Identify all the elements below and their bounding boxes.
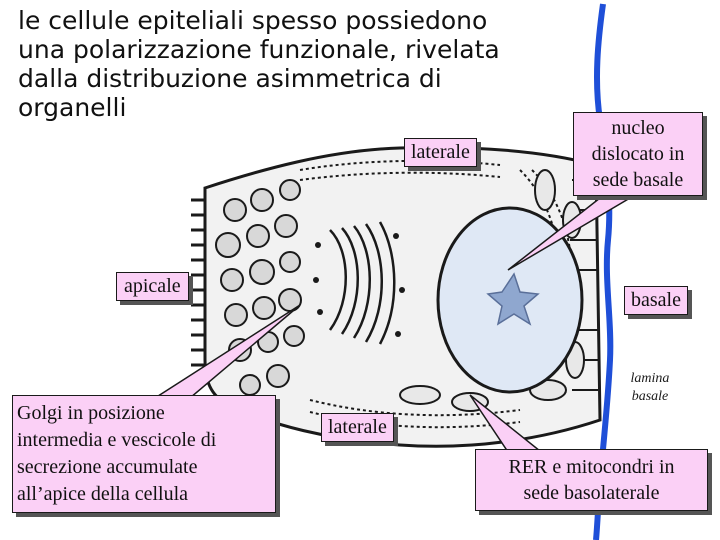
lateral-top-text: laterale — [411, 141, 470, 163]
nucleus-callout: nucleo dislocato in sede basale — [573, 112, 703, 196]
slide-title: le cellule epiteliali spesso possiedono … — [18, 6, 578, 122]
nucleus-callout-line-3: sede basale — [592, 169, 684, 191]
lateral-top-label: laterale — [404, 138, 477, 167]
title-line-2: una polarizzazione funzionale, rivelata — [18, 35, 500, 64]
lateral-bottom-text: laterale — [328, 416, 387, 438]
golgi-callout-line-3: secrezione accumulate — [17, 456, 198, 478]
lateral-bottom-label: laterale — [321, 413, 394, 442]
nucleus-callout-line-2: dislocato in — [591, 143, 685, 165]
basal-text: basale — [631, 289, 681, 311]
nucleus-callout-line-1: nucleo — [611, 117, 665, 139]
apical-text: apicale — [124, 275, 181, 297]
golgi-callout-line-1: Golgi in posizione — [17, 402, 165, 424]
rer-callout-line-1: RER e mitocondri in — [508, 456, 675, 478]
nucleolus — [486, 272, 540, 326]
rer-callout-line-2: sede basolaterale — [523, 482, 660, 504]
lamina-label-line-2: basale — [631, 389, 669, 404]
golgi-apparatus — [328, 221, 396, 345]
title-line-1: le cellule epiteliali spesso possiedono — [18, 6, 488, 35]
secretory-vesicles — [215, 179, 305, 396]
golgi-callout-line-4: all’apice della cellula — [17, 483, 189, 505]
title-line-3: dalla distribuzione asimmetrica di — [18, 64, 442, 93]
microvilli — [191, 198, 205, 367]
golgi-vesicles — [313, 233, 405, 337]
nucleus-pointer — [507, 197, 633, 271]
golgi-callout-line-2: intermedia e vescicole di — [17, 429, 217, 451]
basal-label: basale — [624, 286, 688, 315]
rer-callout: RER e mitocondri in sede basolaterale — [475, 449, 708, 511]
lamina-basale-label: lamina basale — [620, 370, 680, 406]
lamina-label-line-1: lamina — [630, 371, 670, 386]
title-line-4: organelli — [18, 93, 127, 122]
golgi-callout: Golgi in posizione intermedia e vescicol… — [12, 395, 276, 513]
apical-label: apicale — [116, 272, 189, 301]
